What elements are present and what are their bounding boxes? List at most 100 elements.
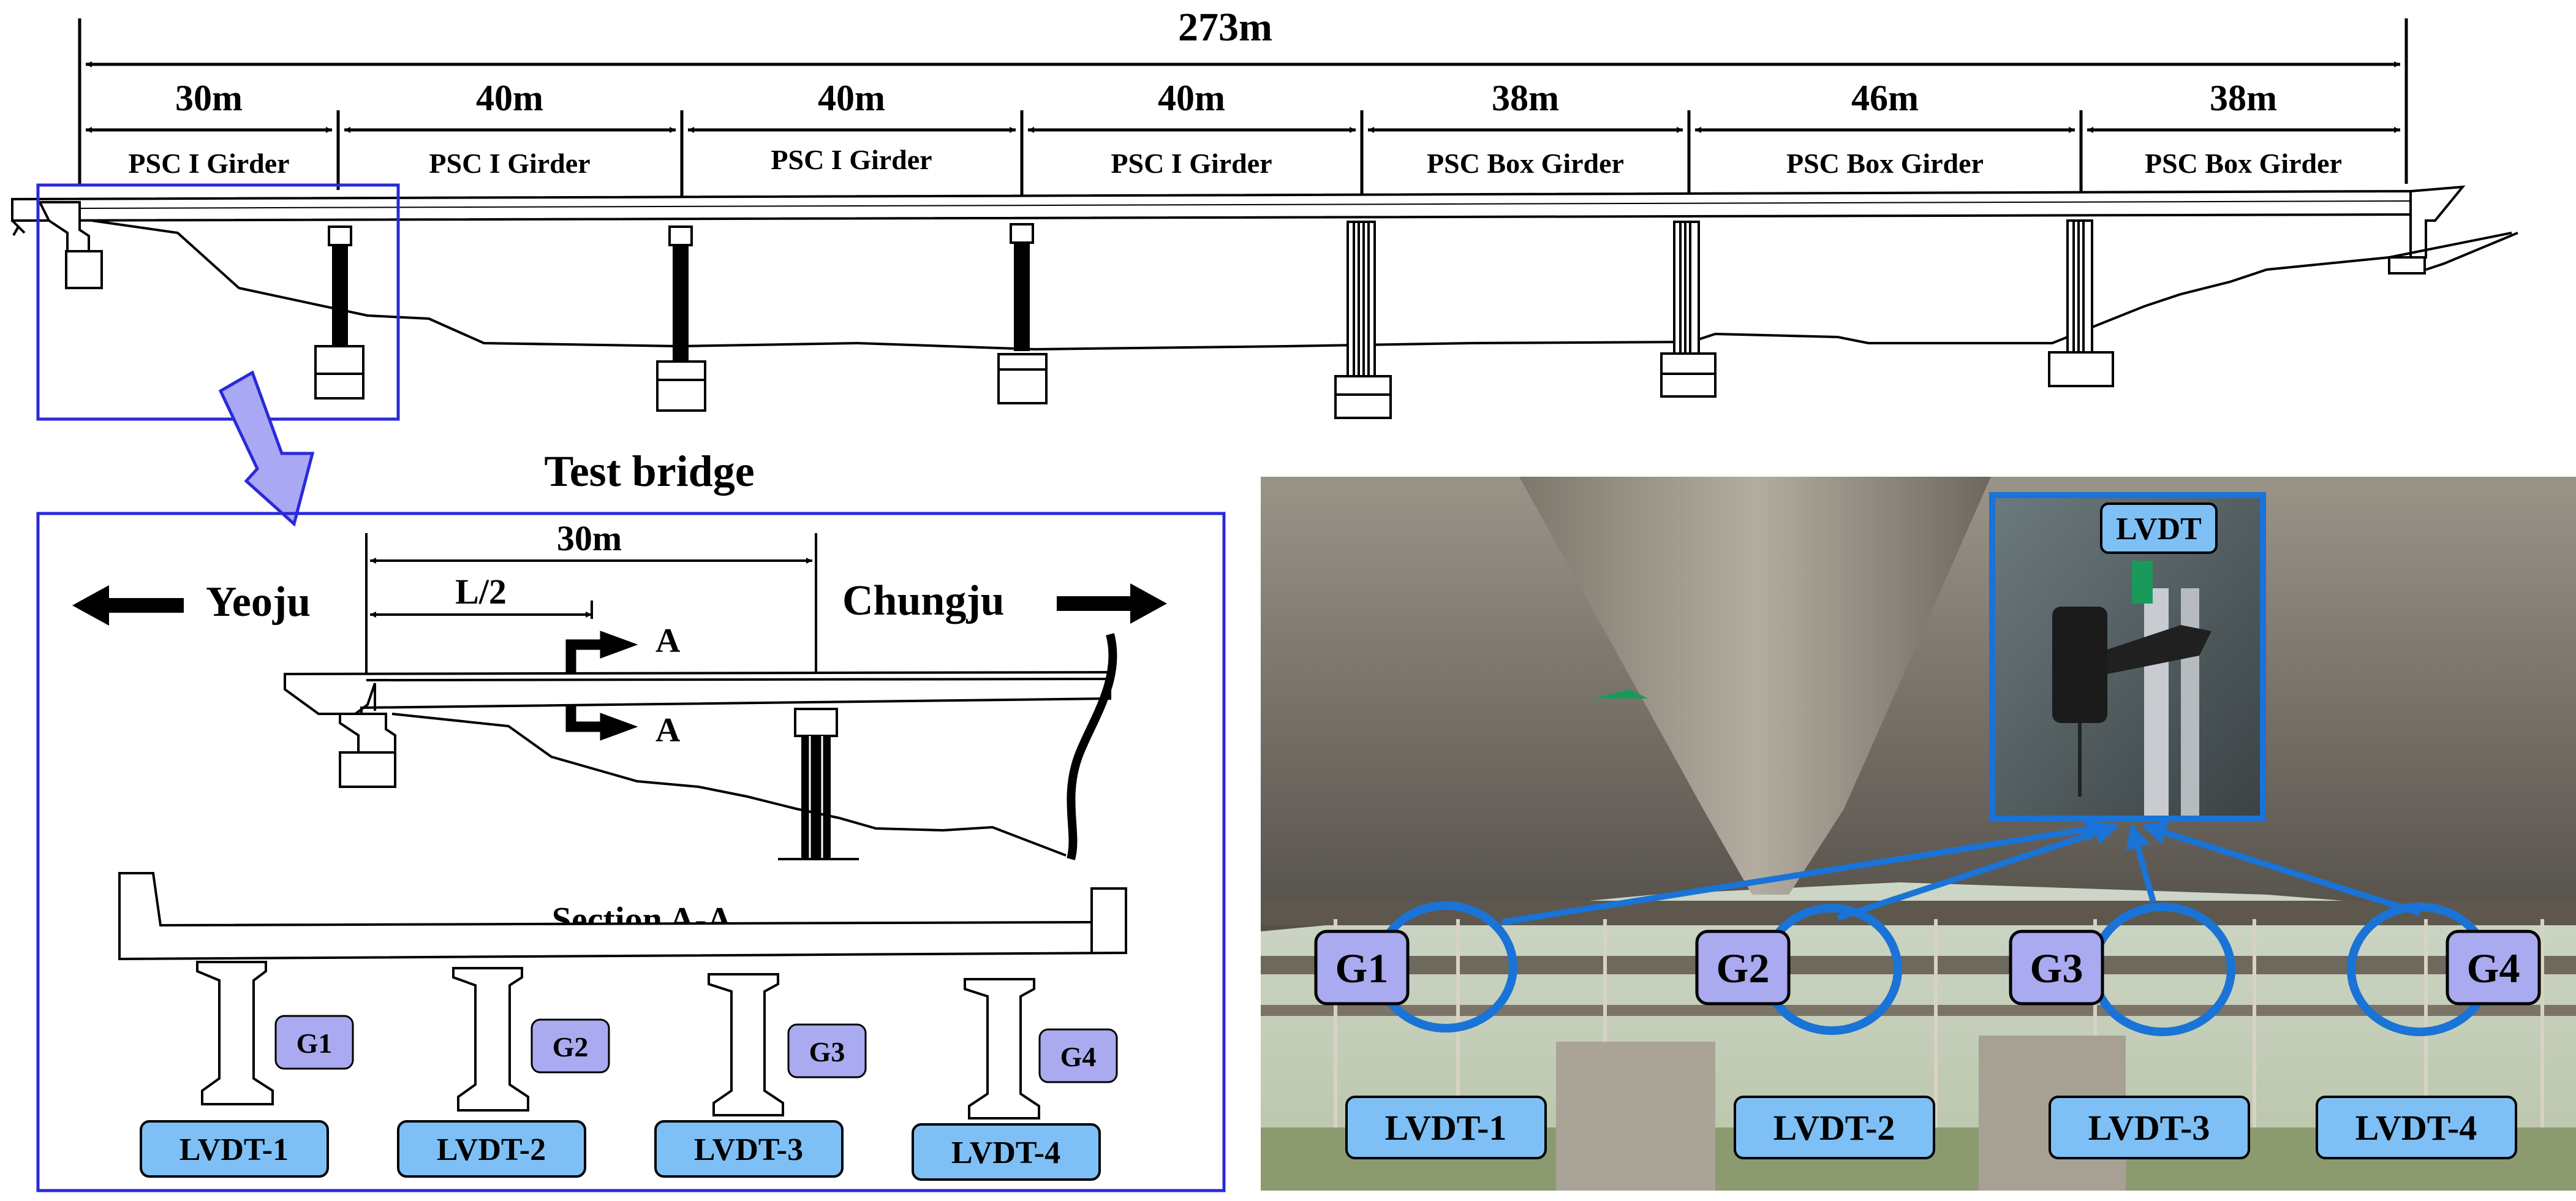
pier-3 xyxy=(997,223,1048,404)
field-photo-panel: LVDT G1 G2 G3 G4 xyxy=(1261,477,2576,1191)
span-type-3: PSC I Girder xyxy=(771,144,932,175)
callout-arrows xyxy=(1501,817,2421,925)
span-length-3: 40m xyxy=(818,78,885,118)
zoom-pointer-arrow xyxy=(218,370,315,527)
photo-girder-tags: G1 G2 G3 G4 xyxy=(1314,930,2541,1006)
right-direction-label: Chungju xyxy=(842,577,1005,624)
span-type-labels: PSC I Girder PSC I Girder PSC I Girder P… xyxy=(128,144,2342,179)
detail-span-label: 30m xyxy=(557,518,622,558)
detail-dimensions xyxy=(365,533,817,680)
span-length-7: 38m xyxy=(2210,78,2277,118)
span-type-6: PSC Box Girder xyxy=(1786,148,1984,179)
pier-6 xyxy=(2048,219,2114,387)
half-span-label: L/2 xyxy=(455,572,507,612)
lvdt-inset-tag xyxy=(2100,502,2218,554)
girder-section-1 xyxy=(196,961,274,1105)
piers xyxy=(314,219,2114,419)
photo-lvdt-tag-2-label: LVDT-2 xyxy=(1773,1108,1895,1148)
girder-tag-g2-label: G2 xyxy=(553,1031,589,1063)
test-bridge-detail: Test bridge 30m L/2 Yeoju Chungju A A xyxy=(36,447,1226,1192)
lvdt-tag-1 xyxy=(140,1120,329,1178)
girder-tag-g1 xyxy=(274,1015,354,1070)
central-beam xyxy=(1519,477,1991,895)
span-type-4: PSC I Girder xyxy=(1111,148,1272,179)
photo-lvdt-tag-3-label: LVDT-3 xyxy=(2088,1108,2210,1148)
span-length-2: 40m xyxy=(476,78,543,118)
lvdt-tag-1-label: LVDT-1 xyxy=(179,1132,289,1167)
photo-lvdt-tag-1-label: LVDT-1 xyxy=(1385,1108,1507,1148)
girder-section-2 xyxy=(452,967,529,1112)
span-type-1: PSC I Girder xyxy=(128,148,289,179)
girder-section-4 xyxy=(964,978,1040,1120)
span-type-7: PSC Box Girder xyxy=(2145,148,2342,179)
girder-tag-g2 xyxy=(531,1018,610,1074)
lvdt-tag-4-label: LVDT-4 xyxy=(951,1135,1060,1170)
lvdt-tag-4 xyxy=(912,1123,1101,1181)
right-direction-arrow xyxy=(1057,583,1167,624)
span-length-labels: 30m 40m 40m 40m 38m 46m 38m xyxy=(175,78,2277,118)
photo-tag-g3 xyxy=(2009,930,2104,1006)
span-dimensions xyxy=(86,110,2400,196)
left-direction-arrow xyxy=(72,585,184,626)
girder-tag-g3 xyxy=(787,1023,867,1078)
span-length-1: 30m xyxy=(175,78,243,118)
pier-5 xyxy=(1660,221,1717,398)
photo-tag-g1 xyxy=(1314,930,1410,1006)
span-type-2: PSC I Girder xyxy=(429,148,590,179)
detail-frame xyxy=(36,512,1226,1192)
right-abutment xyxy=(2388,185,2518,275)
girder-section-3 xyxy=(708,973,784,1116)
photo-lvdt-tags: LVDT-1 LVDT-2 LVDT-3 LVDT-4 xyxy=(1345,1096,2517,1159)
ground-profile xyxy=(91,219,2512,351)
detail-ground-profile xyxy=(391,713,1067,857)
span-type-5: PSC Box Girder xyxy=(1427,148,1624,179)
detail-abutment xyxy=(339,713,396,788)
girder-tag-g3-label: G3 xyxy=(809,1036,845,1067)
lvdt-inset-photo: LVDT xyxy=(1989,492,2266,822)
span-length-4: 40m xyxy=(1158,78,1225,118)
span-length-5: 38m xyxy=(1492,78,1559,118)
detail-break-line xyxy=(1067,633,1117,860)
photo-lvdt-tag-4 xyxy=(2316,1096,2517,1159)
photo-lvdt-tag-4-label: LVDT-4 xyxy=(2355,1108,2477,1148)
left-abutment xyxy=(11,201,103,289)
lvdt-inset-label: LVDT xyxy=(2116,512,2202,547)
detail-deck xyxy=(284,670,1111,715)
test-bridge-title: Test bridge xyxy=(544,447,754,496)
photo-tag-g1-label: G1 xyxy=(1335,945,1389,991)
detail-pier xyxy=(778,708,859,860)
photo-tag-g3-label: G3 xyxy=(2030,945,2083,991)
girder-tag-g1-label: G1 xyxy=(297,1028,333,1059)
photo-tag-g2 xyxy=(1695,930,1791,1006)
test-span-highlight xyxy=(36,183,400,421)
pier-4 xyxy=(1334,221,1392,419)
bridge-deck xyxy=(11,189,2412,222)
lvdt-tag-2-label: LVDT-2 xyxy=(437,1132,546,1167)
girder-tag-g4 xyxy=(1038,1028,1118,1083)
photo-lvdt-tag-2 xyxy=(1734,1096,1935,1159)
photo-lvdt-tag-1 xyxy=(1345,1096,1547,1159)
pier-2 xyxy=(656,225,706,412)
detail-lvdt-tags: LVDT-1 LVDT-2 LVDT-3 LVDT-4 xyxy=(140,1120,1101,1181)
left-direction-label: Yeoju xyxy=(206,578,311,626)
detail-girder-tags: G1 G2 G3 G4 xyxy=(274,1015,1118,1083)
pier-1 xyxy=(314,225,364,400)
lvdt-tag-3-label: LVDT-3 xyxy=(694,1132,803,1167)
photo-tag-g4-label: G4 xyxy=(2467,945,2520,991)
section-mark-bottom: A xyxy=(655,711,681,749)
girder-tag-g4-label: G4 xyxy=(1060,1041,1097,1072)
lvdt-tag-3 xyxy=(654,1120,844,1178)
photo-tag-g2-label: G2 xyxy=(1717,945,1770,991)
span-length-6: 46m xyxy=(1851,78,1919,118)
photo-lvdt-tag-3 xyxy=(2049,1096,2250,1159)
cross-section-slab xyxy=(118,872,1127,961)
photo-tag-g4 xyxy=(2446,930,2541,1006)
overall-elevation: 273m 30m 40m 40m 40m 38m 46m 38m xyxy=(11,5,2518,527)
section-cut-marker xyxy=(565,631,638,741)
total-length-label: 273m xyxy=(1178,5,1272,50)
i-girders xyxy=(196,961,1040,1120)
section-mark-top: A xyxy=(655,622,681,660)
lvdt-tag-2 xyxy=(397,1120,586,1178)
total-dimension xyxy=(78,18,2408,184)
